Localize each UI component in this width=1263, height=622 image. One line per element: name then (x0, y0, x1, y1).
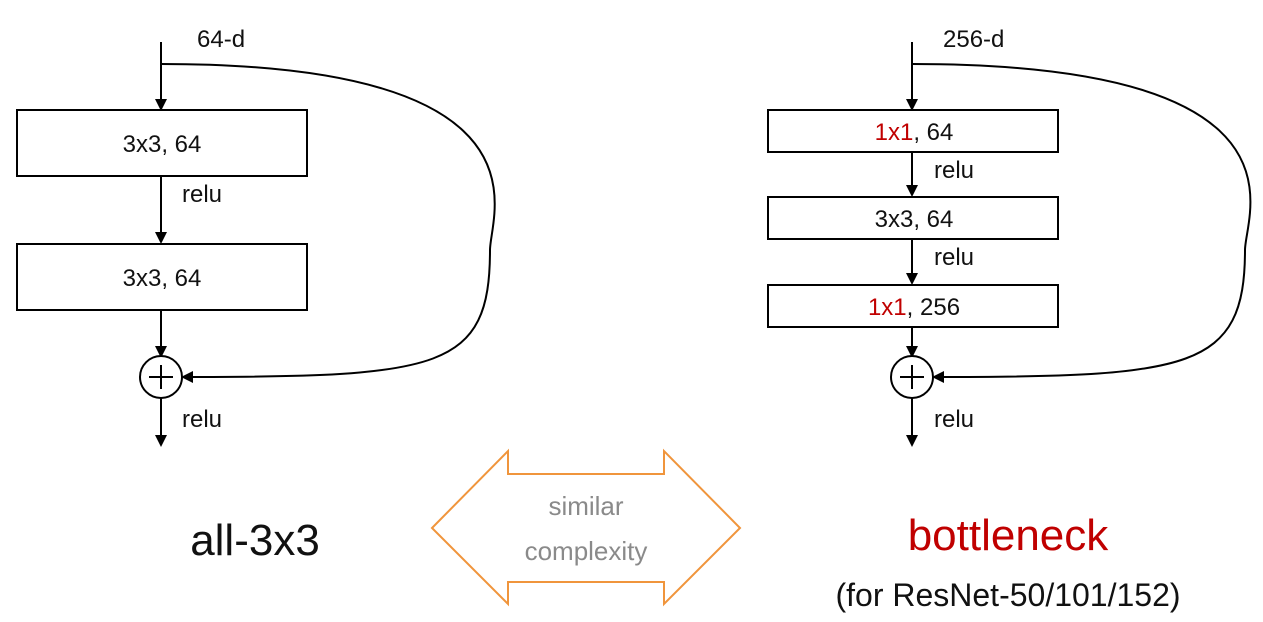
right-layer3-channels: , 256 (907, 294, 960, 321)
comparison-line2: complexity (525, 536, 648, 566)
left-input-dim-label: 64-d (197, 26, 245, 53)
left-title: all-3x3 (190, 516, 320, 565)
right-relu1-label: relu (934, 157, 974, 184)
right-relu2-label: relu (934, 244, 974, 271)
left-layer1-label: 3x3, 64 (123, 131, 202, 158)
right-layer3-kernel: 1x1 (868, 294, 907, 321)
right-layer1-box (767, 109, 1059, 153)
left-layer2-box (16, 243, 308, 311)
left-skip-connection (160, 63, 496, 383)
right-block: 256-d 1x1, 64 relu 3x3, 64 relu 1x1, 256… (767, 26, 1252, 613)
left-add-icon (139, 355, 183, 399)
double-arrow-icon (430, 448, 742, 607)
right-layer1-label: 1x1, 64 (875, 119, 954, 146)
right-layer1-channels: , 64 (913, 119, 953, 146)
left-layer2-label: 3x3, 64 (123, 265, 202, 292)
right-layer2-box (767, 196, 1059, 240)
right-layer3-label: 1x1, 256 (868, 294, 960, 321)
right-add-icon (890, 355, 934, 399)
right-relu-out-label: relu (934, 406, 974, 433)
comparison: similar complexity (430, 448, 742, 607)
right-layer2-label: 3x3, 64 (875, 206, 954, 233)
right-layer1-kernel: 1x1 (875, 119, 914, 146)
right-skip-connection (911, 63, 1252, 383)
left-relu-out-label: relu (182, 406, 222, 433)
right-subtitle: (for ResNet-50/101/152) (835, 577, 1180, 613)
right-input-dim-label: 256-d (943, 26, 1004, 53)
right-title: bottleneck (908, 511, 1110, 560)
comparison-line1: similar (548, 491, 623, 521)
left-block: 64-d 3x3, 64 relu 3x3, 64 relu all-3x3 (16, 26, 496, 565)
right-layer3-box (767, 284, 1059, 328)
left-relu1-label: relu (182, 181, 222, 208)
